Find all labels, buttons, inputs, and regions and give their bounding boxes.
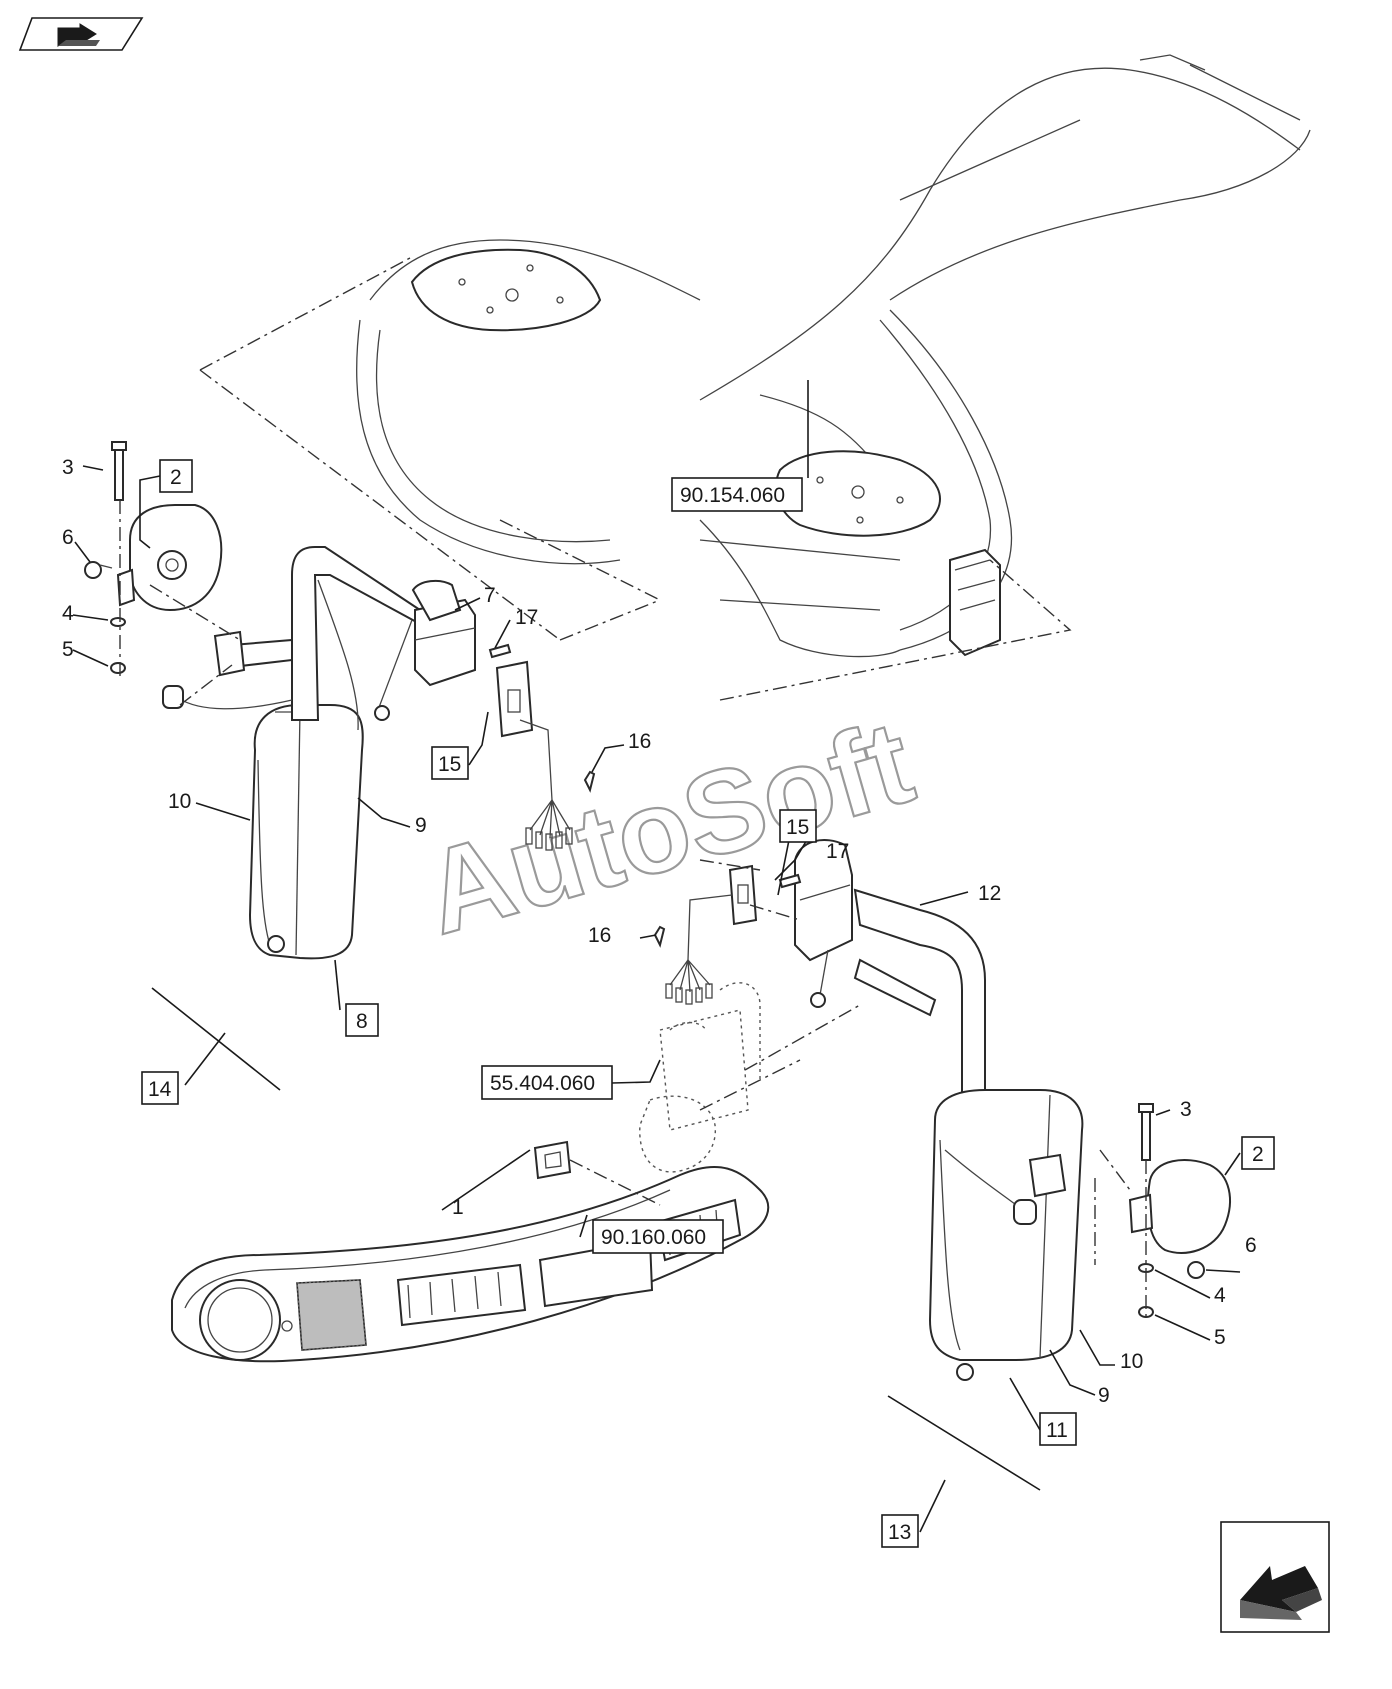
callout-8: 8 — [356, 1010, 368, 1033]
callout-13-box: 13 — [881, 1514, 919, 1548]
return-arrow-icon[interactable] — [18, 17, 144, 51]
callout-13: 13 — [888, 1521, 911, 1544]
callout-14-box: 14 — [141, 1071, 179, 1105]
callout-3-left: 3 — [62, 456, 74, 479]
callout-9-right: 9 — [1098, 1384, 1110, 1407]
leader-lines — [72, 380, 1241, 1533]
callout-4-right: 4 — [1214, 1284, 1226, 1307]
callout-5-left: 5 — [62, 638, 74, 661]
ref-wiring-connector-box: 55.404.060 — [481, 1065, 613, 1100]
callout-8-box: 8 — [345, 1003, 379, 1037]
callout-10-right: 10 — [1120, 1350, 1143, 1373]
callout-15-right-box: 15 — [779, 809, 817, 843]
callout-6-right: 6 — [1245, 1234, 1257, 1257]
callout-4-left: 4 — [62, 602, 74, 625]
callout-15-left: 15 — [438, 753, 461, 776]
next-page-arrow-icon[interactable] — [1220, 1521, 1330, 1633]
callout-15-right: 15 — [786, 816, 809, 839]
callout-3-right: 3 — [1180, 1098, 1192, 1121]
callout-2-left-box: 2 — [159, 459, 193, 493]
ref-cab-roof: 90.154.060 — [680, 484, 785, 507]
ref-front-panel: 90.160.060 — [601, 1226, 706, 1249]
callout-11-box: 11 — [1039, 1412, 1077, 1446]
callout-17-right: 17 — [826, 840, 849, 863]
callout-10-left: 10 — [168, 790, 191, 813]
callout-16-left: 16 — [628, 730, 651, 753]
callout-14: 14 — [148, 1078, 172, 1101]
callout-16-right: 16 — [588, 924, 611, 947]
callout-15-left-box: 15 — [431, 746, 469, 780]
ref-wiring-connector: 55.404.060 — [490, 1072, 595, 1095]
callout-2-right-box: 2 — [1241, 1136, 1275, 1170]
callouts: 3 2 6 4 5 7 17 15 16 10 9 8 14 15 17 16 … — [62, 456, 1275, 1548]
cab-roof-drawing — [199, 54, 1311, 701]
callout-7: 7 — [484, 584, 496, 607]
callout-2-right: 2 — [1252, 1143, 1264, 1166]
callout-5-right: 5 — [1214, 1326, 1226, 1349]
callout-1: 1 — [452, 1196, 464, 1219]
right-mirror-assembly — [639, 839, 1231, 1381]
left-mirror-assembly — [84, 441, 596, 960]
callout-9-left: 9 — [415, 814, 427, 837]
callout-12: 12 — [978, 882, 1001, 905]
callout-2-left: 2 — [170, 466, 182, 489]
callout-6-left: 6 — [62, 526, 74, 549]
callout-17-left: 17 — [515, 606, 538, 629]
ref-front-panel-box: 90.160.060 — [592, 1219, 724, 1254]
ref-cab-roof-box: 90.154.060 — [671, 477, 803, 512]
callout-11: 11 — [1046, 1419, 1068, 1442]
